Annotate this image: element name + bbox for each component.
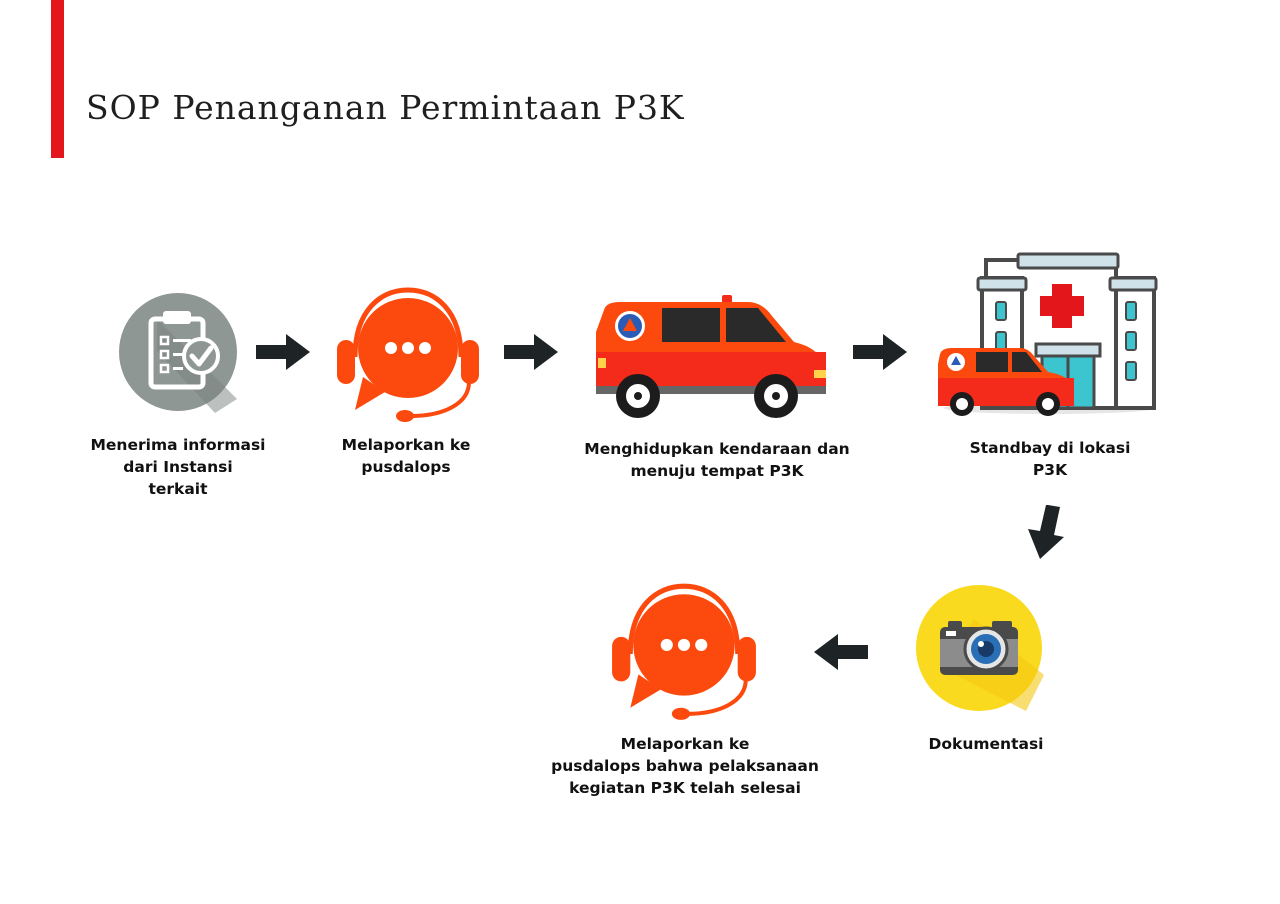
ambulance-icon: [596, 295, 826, 418]
arrow-left-icon: [814, 634, 868, 670]
arrow-down-icon: [1028, 505, 1064, 559]
arrow-right-icon: [256, 334, 310, 370]
camera-icon: [916, 585, 1044, 711]
hospital-ambulance-icon: [938, 252, 1158, 416]
headset-chat-icon: [612, 583, 756, 720]
step-5-label: Dokumentasi: [928, 735, 1044, 753]
step-3-label: Menghidupkan kendaraan dan menuju tempat…: [584, 440, 850, 480]
arrow-right-icon: [504, 334, 558, 370]
clipboard-check-icon: [119, 293, 237, 413]
step-4-label: Standbay di lokasi P3K: [969, 439, 1131, 479]
step-2-label: Melaporkan ke pusdalops: [341, 436, 471, 476]
headset-chat-icon: [337, 287, 479, 422]
arrow-right-icon: [853, 334, 907, 370]
step-1-label: Menerima informasi dari Instansi terkait: [90, 436, 266, 498]
accent-bar: [51, 0, 64, 158]
step-6-label: Melaporkan ke pusdalops bahwa pelaksanaa…: [551, 735, 819, 797]
page-title: SOP Penanganan Permintaan P3K: [86, 88, 685, 127]
